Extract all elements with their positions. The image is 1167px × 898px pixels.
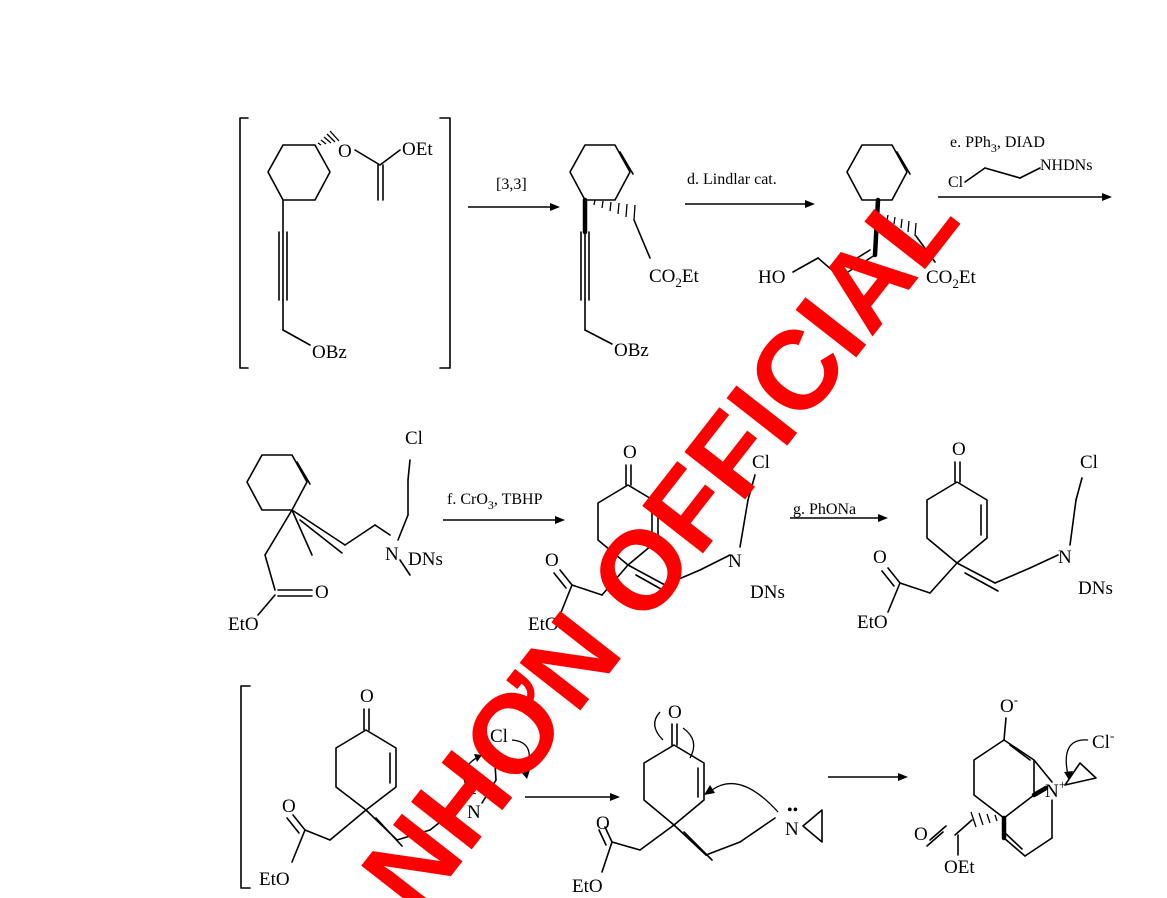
step-arrow-mitsunobu: e. PPh3, DIAD Cl NHDNs [938,134,1112,201]
step-arrow-lindlar: d. Lindlar cat. [685,171,815,208]
p5-ketone-o: O [952,439,966,460]
p1-obz-label: OBz [614,340,649,361]
step2-conditions: d. Lindlar cat. [687,171,777,188]
p3-n-label: N [385,544,399,565]
i1-cl-label: Cl [490,726,508,747]
p2-ho-label: HO [758,267,785,288]
step-arrow-deprotection: g. PhONa [790,501,888,522]
aziridine-intermediate: O N •• O EtO [572,702,823,897]
i1-eto-label: EtO [259,869,290,890]
p4-n-label: N [728,551,742,572]
sm-oxygen-label: O [338,141,352,162]
p4-carbonyl-o: O [545,550,559,571]
aziridinium-enolate-product: O- N+ Cl- O OEt [914,692,1114,878]
amide-anion-intermediate: O N − Cl O EtO [259,686,530,890]
i2-ketone-o: O [668,702,682,723]
hashed-bond [886,214,917,237]
final-enolate-o: O- [1000,692,1018,717]
p2-co2et-label: CO2Et [926,267,977,291]
step4-conditions: f. CrO3, TBHP [447,491,543,512]
final-oet-label: OEt [944,857,975,878]
deprotected-chloroamine: O N Cl DNs O EtO [857,439,1113,633]
step-arrow-allylic-oxidation: f. CrO3, TBHP [443,491,565,524]
step3-conditions: e. PPh3, DIAD [950,134,1045,155]
i1-ketone-o: O [360,686,374,707]
step3-cl-label: Cl [948,174,964,191]
i2-eto-label: EtO [572,876,603,897]
claisen-product-ester: CO2Et OBz [569,144,700,361]
i2-n-label: N [785,819,799,840]
mitsunobu-product-sulfonamide: N Cl DNs O EtO [228,428,443,635]
final-n-label: N+ [1045,777,1066,802]
p3-eto-label: EtO [228,614,259,635]
i1-n-label: N [467,802,481,823]
final-carbonyl-o: O [914,824,928,845]
p5-carbonyl-o: O [873,547,887,568]
i2-lone-pair: •• [787,802,798,819]
p4-ketone-o: O [623,442,637,463]
starting-material-allyl-vinyl-ether: O OEt OBz [239,117,451,369]
p5-dns-label: DNs [1078,578,1113,599]
hashed-bond [317,130,340,146]
lindlar-product-allylic-alcohol: CO2Et HO [758,144,977,291]
p4-dns-label: DNs [750,582,785,603]
step1-conditions: [3,3] [496,176,527,193]
enone-product: O N Cl DNs O EtO [528,442,785,635]
final-cl-label: Cl- [1092,728,1114,753]
p5-cl-label: Cl [1080,452,1098,473]
p4-eto-label: EtO [528,614,559,635]
p4-cl-label: Cl [752,452,770,473]
p5-eto-label: EtO [857,612,888,633]
i2-carbonyl-o: O [596,813,610,834]
p3-carbonyl-o: O [315,582,329,603]
step-arrow-claisen: [3,3] [468,176,560,211]
hashed-bond [970,811,998,828]
p3-dns-label: DNs [408,549,443,570]
i1-n-charge: − [466,784,477,805]
step-arrow-aziridination [525,793,620,801]
step-arrow-cyclization [828,773,908,781]
i1-carbonyl-o: O [282,796,296,817]
step3-nhdns-label: NHDNs [1040,157,1092,174]
p5-n-label: N [1058,547,1072,568]
sm-obz-label: OBz [312,342,347,363]
step5-conditions: g. PhONa [793,501,856,518]
sm-oet-label: OEt [402,139,433,160]
hashed-bond [593,199,636,221]
p3-cl-label: Cl [405,428,423,449]
p1-co2et-label: CO2Et [649,266,700,290]
